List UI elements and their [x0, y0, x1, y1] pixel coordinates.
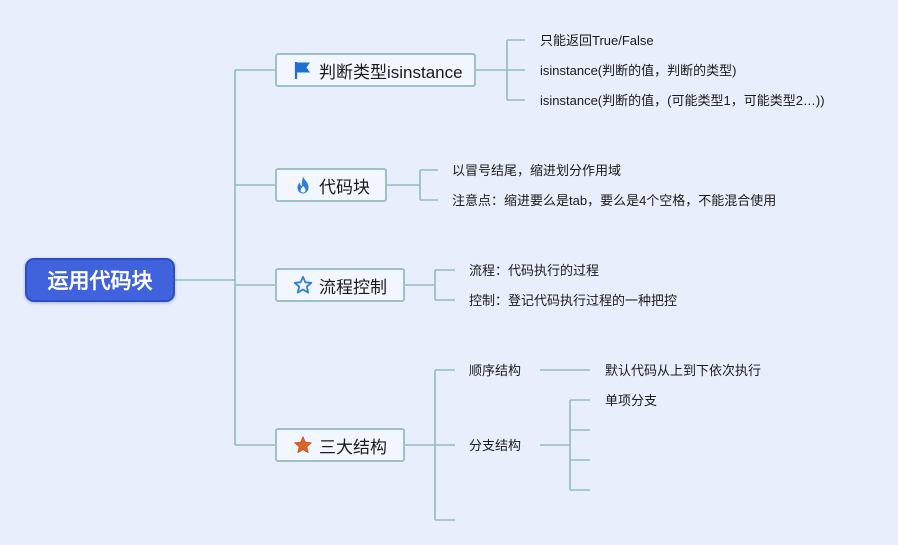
leaf-node[interactable]: 默认代码从上到下依次执行 — [605, 363, 762, 378]
leaf-node[interactable]: 单项分支 — [605, 393, 658, 408]
root-label: 运用代码块 — [47, 270, 153, 293]
branch-node-isinstance[interactable]: 判断类型isinstance — [275, 53, 476, 87]
branch-label: 三大结构 — [319, 437, 387, 457]
fire-icon — [293, 175, 313, 195]
sub-node-branching[interactable]: 分支结构 — [469, 438, 522, 453]
leaf-node[interactable]: 以冒号结尾，缩进划分作用域 — [452, 163, 622, 178]
root-node[interactable]: 运用代码块 — [25, 258, 175, 302]
branch-label: 代码块 — [319, 177, 370, 197]
leaf-node[interactable]: 注意点：缩进要么是tab，要么是4个空格，不能混合使用 — [452, 193, 777, 208]
branch-node-flow-control[interactable]: 流程控制 — [275, 268, 405, 302]
leaf-node[interactable]: isinstance(判断的值，判断的类型) — [540, 63, 737, 78]
star-outline-icon — [293, 275, 313, 295]
branch-label: 流程控制 — [319, 277, 387, 297]
leaf-node[interactable]: 只能返回True/False — [540, 33, 654, 48]
branch-label: 判断类型isinstance — [319, 62, 463, 82]
leaf-node[interactable]: isinstance(判断的值，(可能类型1，可能类型2…)) — [540, 93, 825, 108]
branch-node-code-block[interactable]: 代码块 — [275, 168, 387, 202]
sub-node-sequence[interactable]: 顺序结构 — [469, 363, 522, 378]
flag-icon — [293, 60, 313, 80]
leaf-node[interactable]: 流程：代码执行的过程 — [469, 263, 600, 278]
leaf-node[interactable]: 控制：登记代码执行过程的一种把控 — [469, 293, 678, 308]
star-filled-icon — [293, 435, 313, 455]
branch-node-three-structures[interactable]: 三大结构 — [275, 428, 405, 462]
